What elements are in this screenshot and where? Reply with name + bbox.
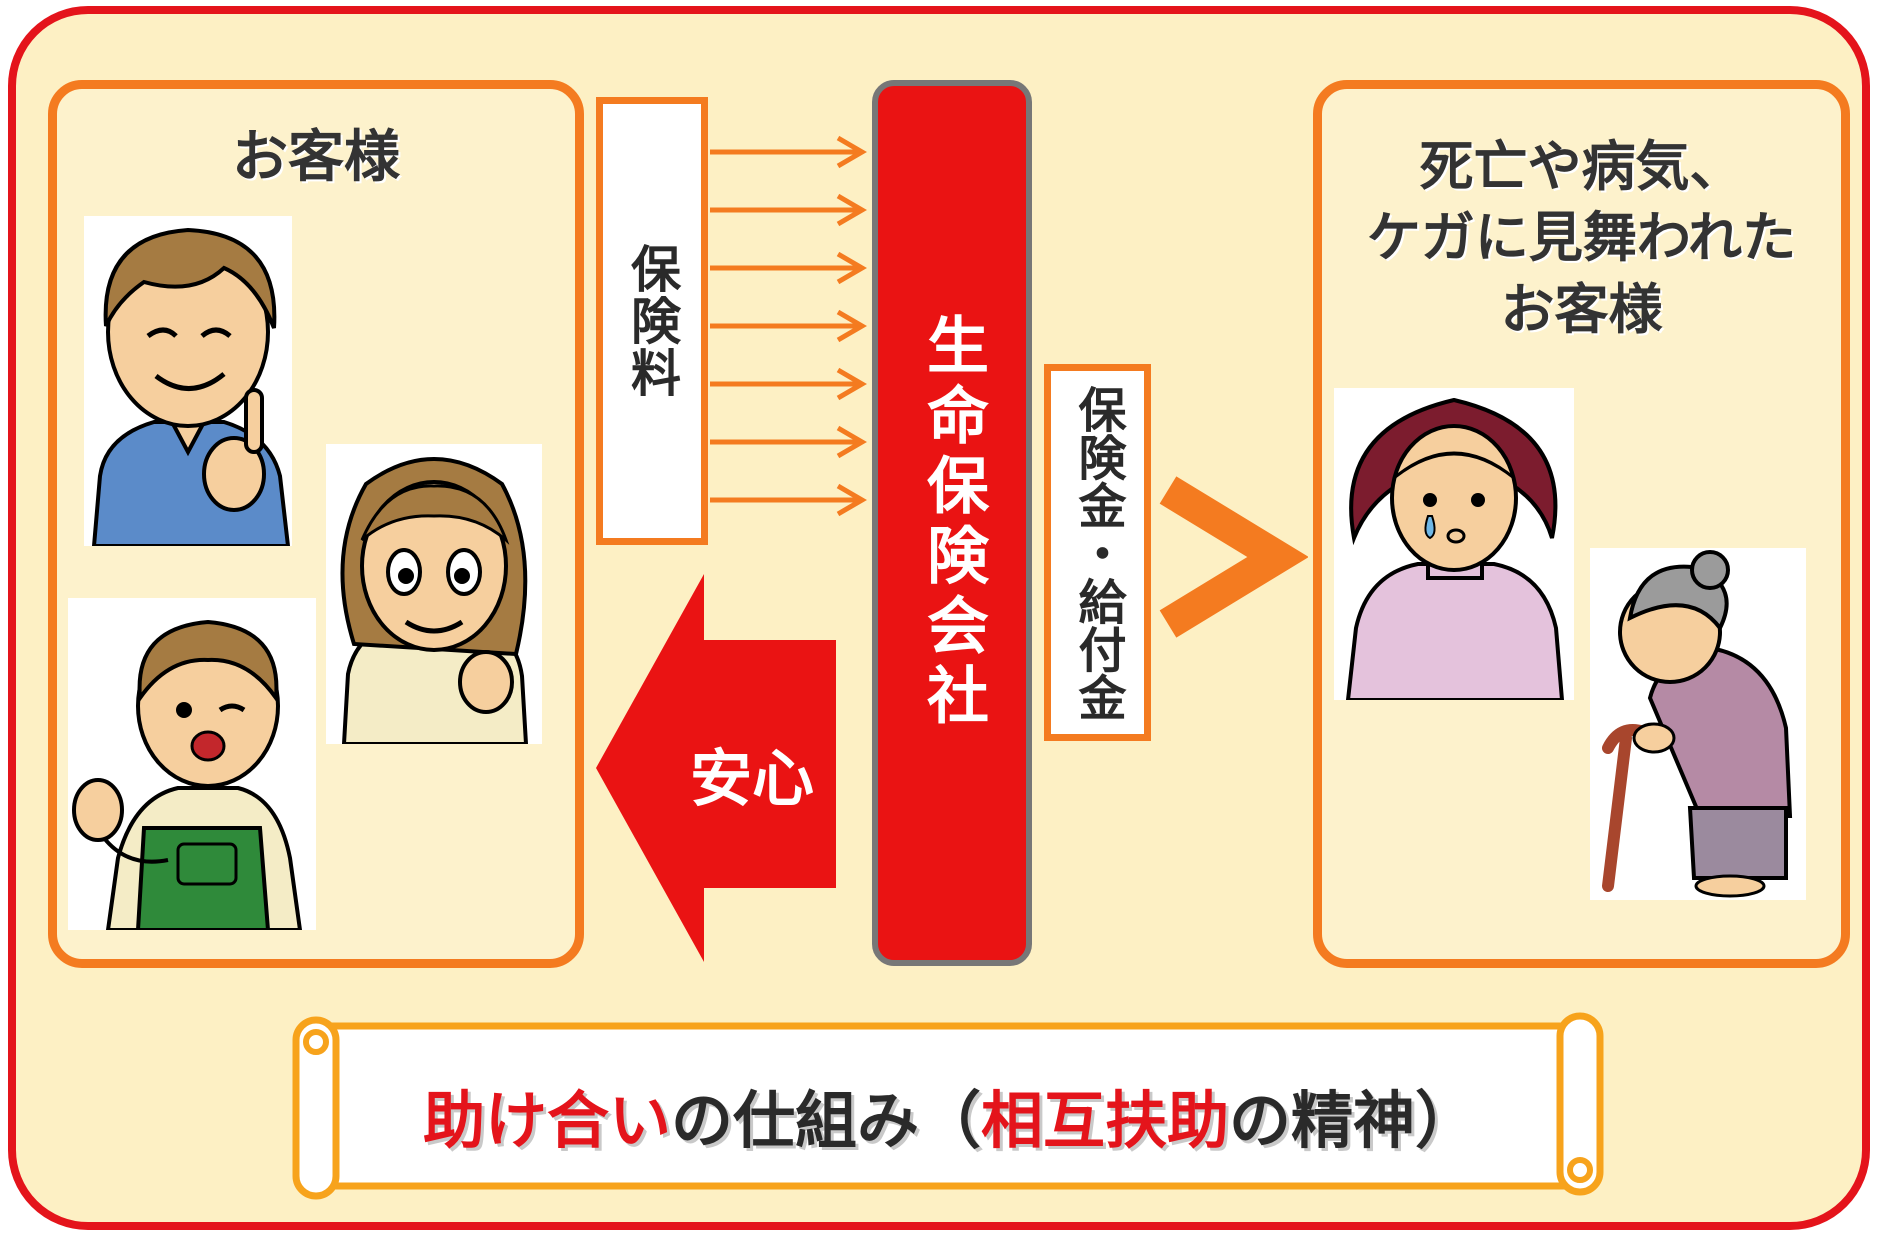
insurer-label: 生命保険会社: [916, 313, 989, 733]
woman-thumbs-up-icon: [326, 444, 542, 744]
motto-spirit: の精神）: [1229, 1084, 1478, 1157]
crying-woman-icon: [1334, 388, 1574, 700]
man-pointing-icon: [84, 216, 292, 546]
benefit-label-box: 保険金・給付金: [1044, 364, 1151, 741]
elderly-woman-cane-icon: [1590, 548, 1806, 900]
motto-text: 助け合いの仕組み（相互扶助の精神）: [330, 1050, 1570, 1180]
motto-mutual-aid: 助け合い: [422, 1084, 671, 1157]
benefit-arrow: [1159, 476, 1308, 638]
customers-title: お客様: [232, 125, 400, 190]
affected-customers-title: 死亡や病気、 ケガに見舞われた お客様: [1366, 135, 1797, 341]
scroll-banner: [292, 1012, 1604, 1200]
premium-arrows: [710, 135, 867, 517]
relief-label: 安心: [690, 742, 815, 815]
insurer-box: 生命保険会社: [872, 80, 1032, 966]
motto-mutual-help: 相互扶助: [981, 1084, 1230, 1157]
premium-label: 保険料: [623, 243, 681, 399]
motto-mechanism: の仕組み（: [670, 1084, 981, 1157]
premium-label-box: 保険料: [596, 97, 708, 545]
clerk-ok-sign-icon: [68, 598, 316, 930]
relief-arrow: [596, 574, 836, 962]
benefit-label: 保険金・給付金: [1069, 384, 1126, 721]
